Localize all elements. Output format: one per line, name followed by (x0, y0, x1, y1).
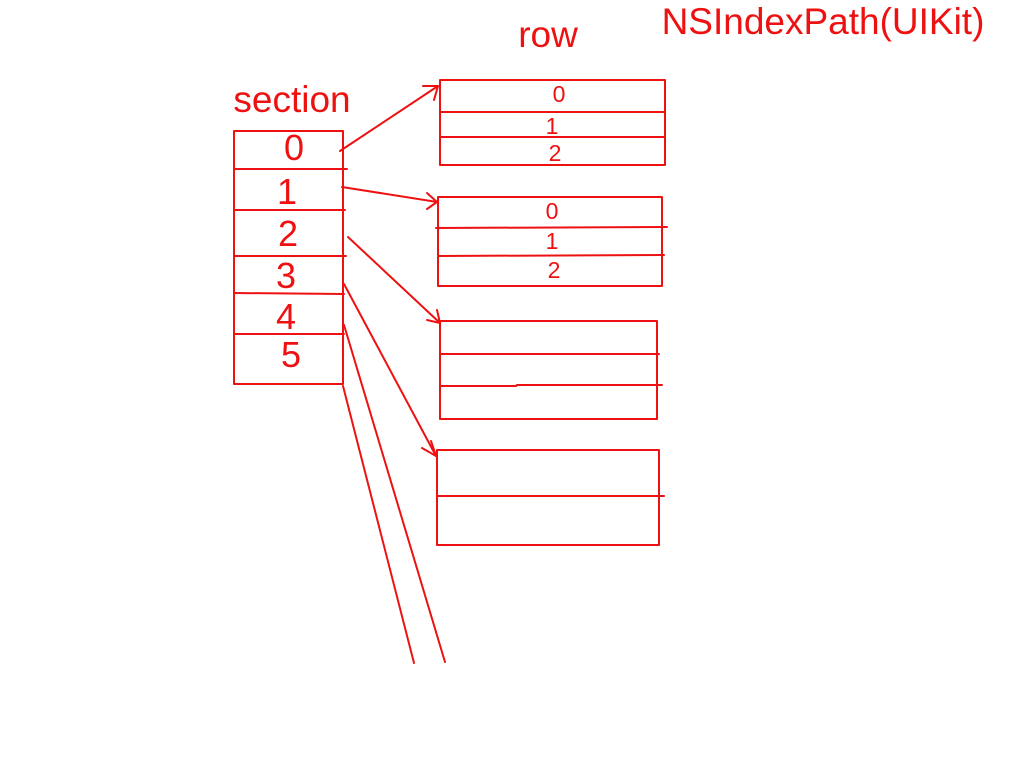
section-table: 0 1 2 3 4 5 (233, 127, 348, 385)
row-table-section-1: 0 1 2 (435, 196, 668, 287)
section-number-0: 0 (284, 127, 304, 168)
row-number-0: 0 (553, 81, 566, 107)
section-number-4: 4 (276, 296, 296, 337)
arrow-section-1-to-rows (341, 186, 438, 210)
row-number-1: 1 (546, 228, 559, 254)
line-section-5-continuation (342, 385, 415, 664)
section-table-border (233, 130, 344, 385)
section-heading: section (233, 79, 350, 120)
row-table-border (436, 449, 660, 546)
diagram-title: NSIndexPath(UIKit) (662, 1, 985, 42)
row-table-border (437, 196, 663, 287)
section-divider (233, 292, 345, 295)
section-number-3: 3 (276, 255, 296, 296)
row-divider (435, 226, 668, 229)
row-number-0: 0 (546, 198, 559, 224)
arrow-section-2-to-rows (347, 236, 441, 324)
arrow-section-0-to-rows (339, 85, 439, 152)
row-table-section-0: 0 1 2 (439, 79, 666, 166)
row-number-2: 2 (549, 140, 562, 166)
line-section-4-continuation (343, 324, 446, 663)
row-divider (439, 384, 663, 387)
section-number-1: 1 (277, 171, 297, 212)
row-table-border (439, 320, 658, 420)
row-table-section-2 (439, 320, 663, 420)
row-table-border (439, 79, 666, 166)
row-number-1: 1 (546, 113, 559, 139)
row-table-section-3 (436, 449, 665, 546)
section-number-2: 2 (278, 213, 298, 254)
section-number-5: 5 (281, 334, 301, 375)
row-number-2: 2 (548, 257, 561, 283)
row-heading: row (518, 14, 578, 55)
arrow-section-3-to-rows (343, 283, 437, 457)
row-divider (437, 254, 665, 257)
